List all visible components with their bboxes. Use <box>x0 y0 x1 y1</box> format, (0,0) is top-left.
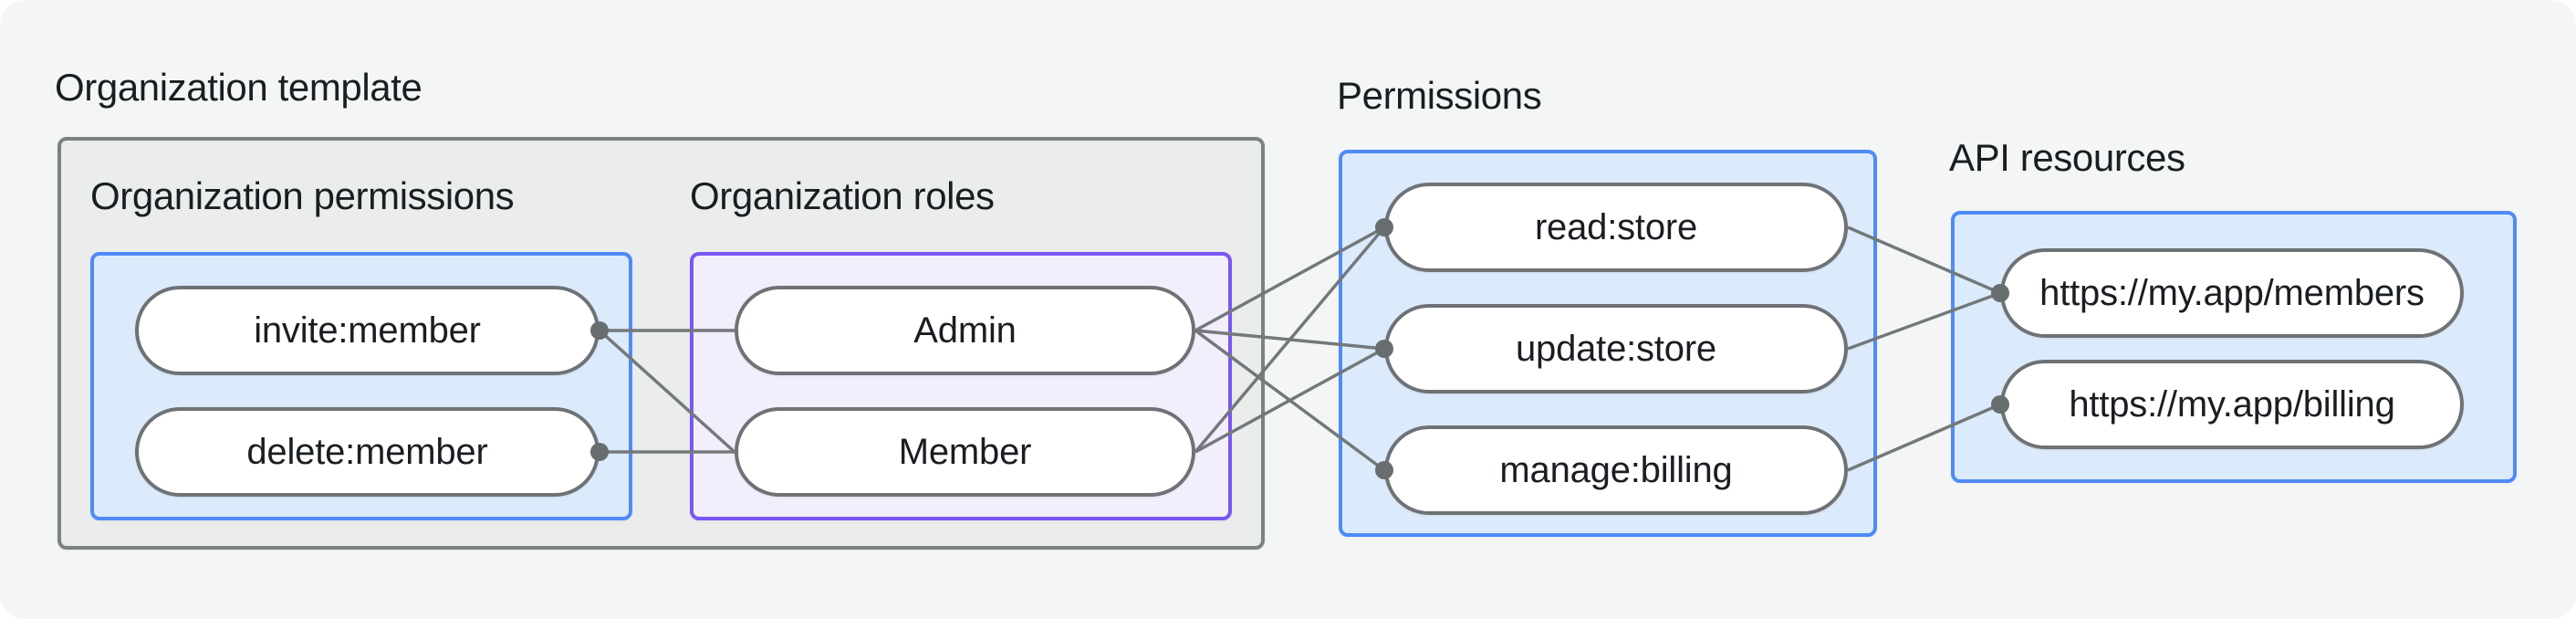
node-api-members-pill: https://my.app/members <box>2000 248 2464 338</box>
node-update-store-pill: update:store <box>1384 304 1848 393</box>
api-resources-label: API resources <box>1949 136 2185 179</box>
node-delete-member-pill: delete:member <box>135 407 600 497</box>
org-template-label: Organization template <box>55 66 422 109</box>
permissions-label: Permissions <box>1337 74 1542 117</box>
node-member-role-pill: Member <box>735 407 1195 497</box>
node-read-store-pill: read:store <box>1384 183 1848 272</box>
node-invite-member-pill: invite:member <box>135 286 600 375</box>
org-permissions-label: Organization permissions <box>90 174 515 217</box>
org-roles-label: Organization roles <box>690 174 995 217</box>
node-manage-billing-pill: manage:billing <box>1384 425 1848 515</box>
node-api-billing-pill: https://my.app/billing <box>2000 360 2464 449</box>
node-admin-role-pill: Admin <box>735 286 1195 375</box>
